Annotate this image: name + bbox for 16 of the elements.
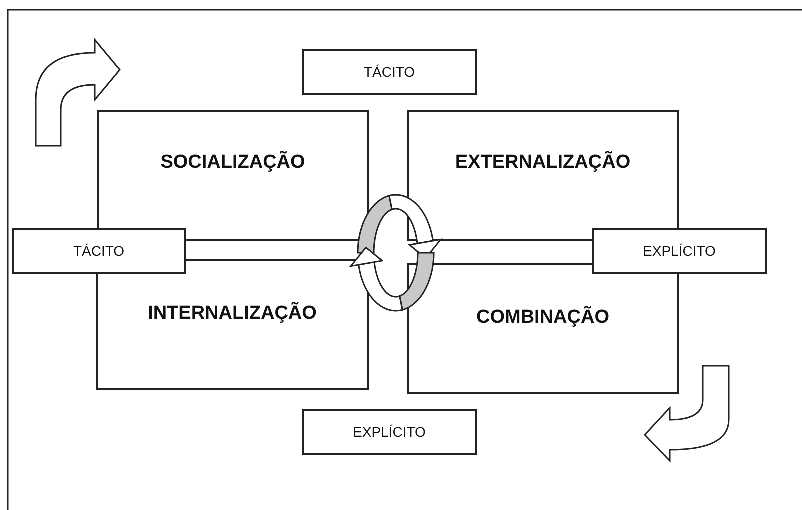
label-box bbox=[302, 49, 477, 95]
axis-label: TÁCITO bbox=[73, 243, 125, 259]
quadrant-box bbox=[407, 263, 679, 394]
quadrant-box bbox=[97, 110, 369, 241]
axis-label: EXPLÍCITO bbox=[643, 243, 716, 259]
quadrant-title: EXTERNALIZAÇÃO bbox=[455, 152, 631, 175]
quadrant-box bbox=[96, 259, 369, 390]
axis-label: EXPLÍCITO bbox=[353, 424, 426, 440]
quadrant-title: COMBINAÇÃO bbox=[476, 307, 610, 330]
axis-label: TÁCITO bbox=[364, 64, 416, 80]
quadrant-title: SOCIALIZAÇÃO bbox=[160, 152, 306, 175]
quadrant-box bbox=[407, 110, 679, 241]
label-box bbox=[592, 228, 767, 274]
label-box bbox=[302, 409, 477, 455]
label-box bbox=[12, 228, 186, 274]
quadrant-title: INTERNALIZAÇÃO bbox=[148, 303, 317, 326]
